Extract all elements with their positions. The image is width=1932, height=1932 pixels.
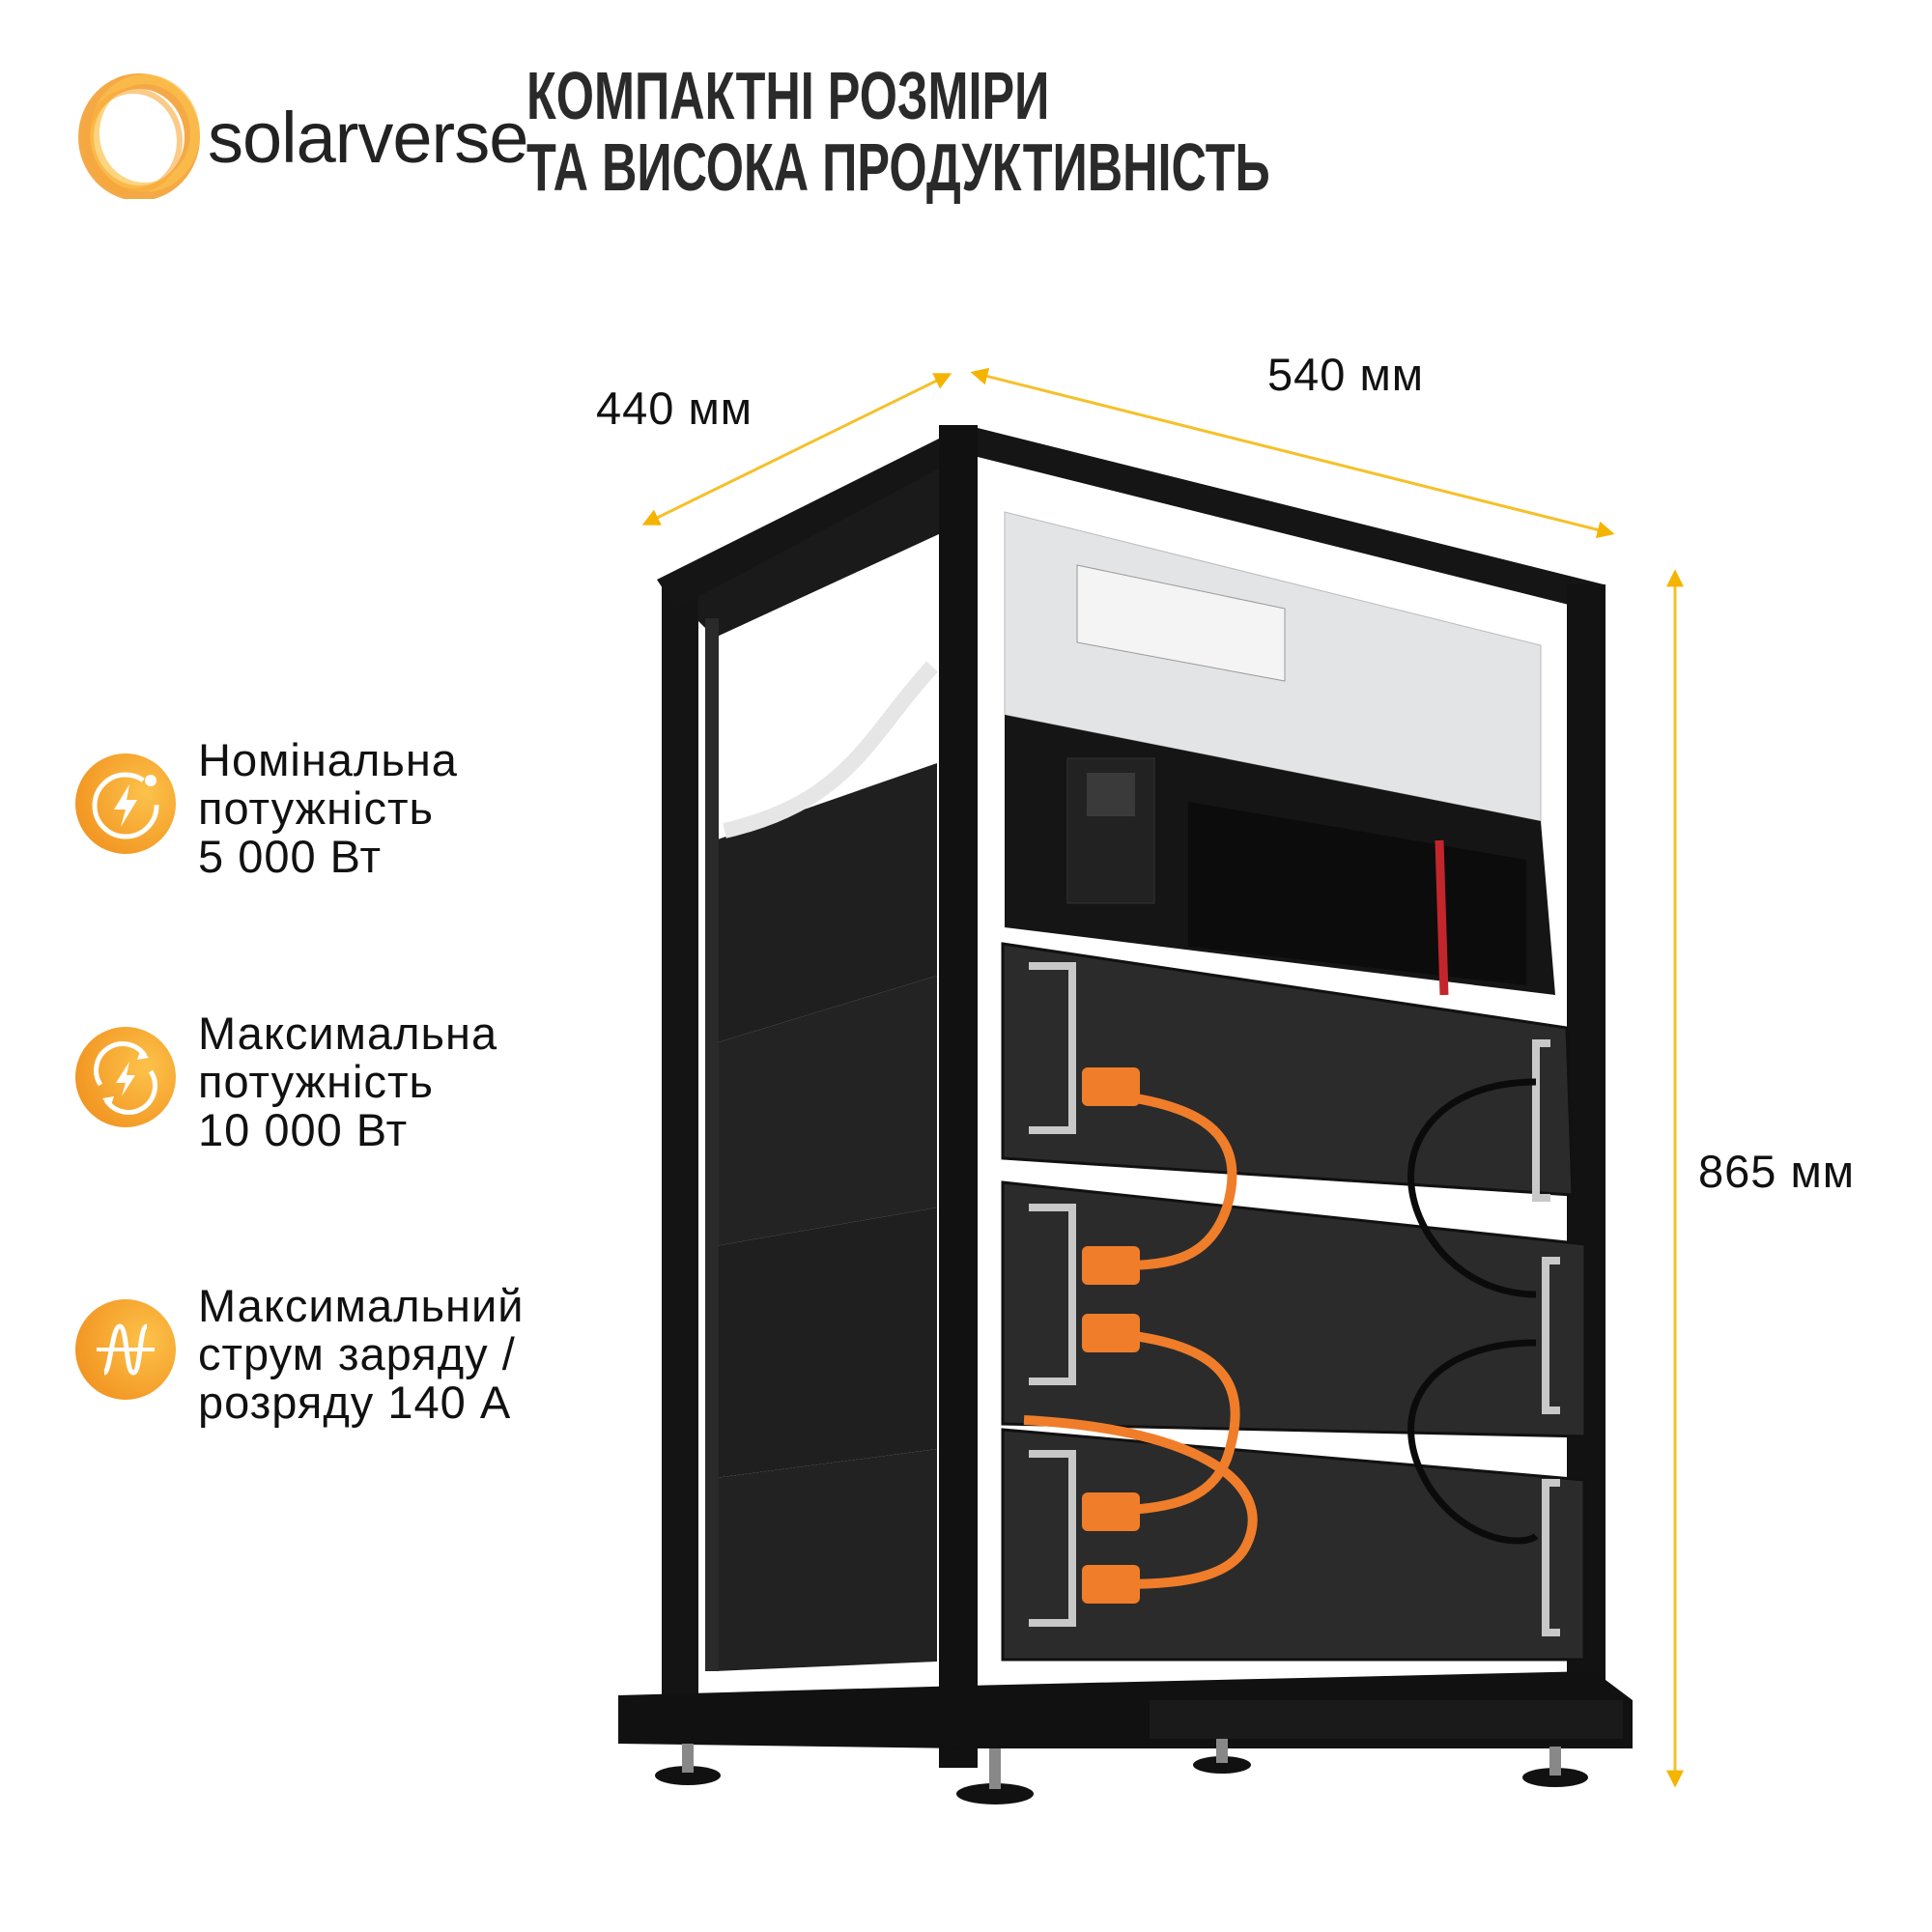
title-line-2: ТА ВИСОКА ПРОДУКТИВНІСТЬ — [526, 129, 1270, 205]
logo-ring-icon — [78, 73, 200, 201]
feature-line: Номінальна — [198, 734, 458, 785]
brand-name: solarverse — [208, 98, 528, 178]
feature-value: 5 000 Вт — [198, 831, 382, 882]
depth-arrow — [641, 373, 952, 526]
feature-line: потужність — [198, 782, 434, 834]
feature-line: струм заряду / — [198, 1328, 516, 1379]
height-label: 865 мм — [1698, 1146, 1856, 1197]
feature-max-power: Максимальна потужність 10 000 Вт — [58, 1009, 638, 1191]
feature-value: 10 000 Вт — [198, 1104, 409, 1155]
page-title: КОМПАКТНІ РОЗМІРИ ТА ВИСОКА ПРОДУКТИВНІС… — [526, 60, 1270, 203]
feature-nominal-power: Номінальна потужність 5 000 Вт — [58, 736, 638, 918]
cycle-bolt-icon — [75, 1027, 176, 1127]
sine-wave-icon — [75, 1299, 176, 1400]
feature-max-current: Максимальний струм заряду / розряду 140 … — [58, 1282, 638, 1463]
feature-line: потужність — [198, 1056, 434, 1107]
width-arrow — [970, 367, 1615, 539]
brand-logo — [75, 73, 206, 201]
feature-line: Максимальна — [198, 1008, 498, 1059]
feature-value: розряду 140 А — [198, 1377, 512, 1428]
title-line-1: КОМПАКТНІ РОЗМІРИ — [526, 58, 1050, 133]
power-bolt-icon — [75, 753, 176, 854]
feature-line: Максимальний — [198, 1280, 525, 1331]
